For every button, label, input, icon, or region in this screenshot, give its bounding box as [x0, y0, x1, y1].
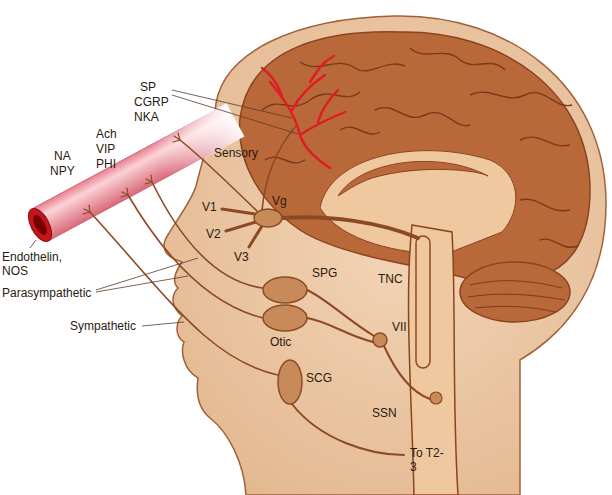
- leader-line: [96, 258, 198, 290]
- brainstem: [409, 225, 458, 495]
- sympathetic-pathway: [292, 404, 404, 455]
- trigeminal-nerve: [173, 126, 418, 247]
- parasympathetic-pathway: [145, 175, 152, 184]
- brain: [470, 92, 572, 106]
- brain-arteries: [292, 75, 325, 110]
- structure-label: Otic: [270, 335, 291, 349]
- leader-line: [142, 322, 184, 326]
- trigeminal-nerve: [226, 222, 256, 231]
- structure-label: Sensory: [214, 146, 258, 160]
- structure-label: V3: [234, 250, 249, 264]
- brain-arteries: [310, 56, 334, 82]
- brain-arteries: [262, 56, 345, 168]
- brain: [340, 127, 380, 134]
- trigeminal-nerve: [282, 217, 418, 238]
- blood-vessel: [23, 103, 244, 246]
- brain: [375, 108, 470, 126]
- parasympathetic-pathway: [263, 305, 307, 331]
- brain-arteries: [300, 135, 330, 168]
- leader-line: [172, 95, 298, 134]
- parasympathetic-pathway: [384, 346, 430, 399]
- sympathetic-pathway: [90, 212, 278, 375]
- brain-arteries: [318, 90, 338, 122]
- brain: [262, 92, 360, 110]
- brain-arteries: [262, 68, 282, 96]
- structure-label: VII: [392, 320, 407, 334]
- sympathetic-pathway: [278, 360, 302, 404]
- brain: [520, 137, 570, 146]
- parasympathetic-pathway: [128, 195, 263, 318]
- structure-label: Parasympathetic: [2, 286, 91, 300]
- brainstem: [416, 236, 430, 368]
- structure-label: NA: [54, 149, 71, 163]
- brainstem: [409, 225, 458, 495]
- brain: [262, 48, 578, 247]
- leader-line: [96, 276, 188, 292]
- blood-vessel: [30, 213, 49, 237]
- trigeminal-nerve: [180, 140, 258, 212]
- brain-arteries: [300, 112, 345, 135]
- structure-label: SCG: [306, 371, 332, 385]
- cerebellum: [460, 262, 570, 322]
- cerebellum: [468, 294, 565, 300]
- head-outline: [164, 16, 606, 495]
- structure-label: Endothelin, NOS: [2, 250, 76, 278]
- structure-label: Sympathetic: [70, 319, 136, 333]
- cerebellum: [475, 306, 555, 312]
- blood-vessel: [24, 205, 57, 245]
- blood-vessel: [31, 103, 244, 242]
- structure-label: Ach: [96, 127, 117, 141]
- leader-line: [30, 240, 36, 248]
- brainstem: [430, 392, 442, 404]
- structure-label: SPG: [312, 266, 337, 280]
- parasympathetic-pathway: [152, 182, 263, 288]
- brain: [410, 48, 505, 70]
- structure-label: SP: [140, 80, 156, 94]
- structure-label: To T2-3: [410, 446, 444, 474]
- structure-label: PHI: [96, 157, 116, 171]
- brain: [265, 157, 305, 163]
- trigeminal-nerve: [173, 133, 180, 142]
- head-outline: [164, 16, 606, 495]
- trigeminal-nerve: [222, 209, 255, 214]
- trigeminal-nerve: [249, 226, 262, 247]
- cerebellum: [470, 281, 562, 288]
- structure-label: VIP: [96, 142, 115, 156]
- parasympathetic-pathway: [373, 333, 387, 347]
- structure-label: V2: [206, 227, 221, 241]
- structure-label: NPY: [50, 164, 75, 178]
- cerebellum: [468, 281, 565, 312]
- brain: [300, 62, 405, 71]
- brain: [338, 161, 488, 196]
- structure-label: V1: [202, 200, 217, 214]
- cerebellum: [460, 262, 570, 322]
- parasympathetic-pathway: [307, 318, 373, 342]
- structure-label: SSN: [372, 406, 397, 420]
- structure-label: Vg: [272, 194, 287, 208]
- parasympathetic-pathway: [121, 188, 128, 197]
- structure-label: CGRP: [134, 95, 169, 109]
- trigeminal-nerve: [254, 209, 282, 227]
- sympathetic-pathway: [83, 205, 90, 214]
- parasympathetic-pathway: [121, 175, 430, 399]
- parasympathetic-pathway: [263, 277, 307, 303]
- trigeminal-nerve: [262, 126, 296, 210]
- brain: [540, 239, 578, 247]
- brain: [520, 199, 570, 211]
- structure-label: NKA: [134, 110, 159, 124]
- structure-label: TNC: [378, 272, 403, 286]
